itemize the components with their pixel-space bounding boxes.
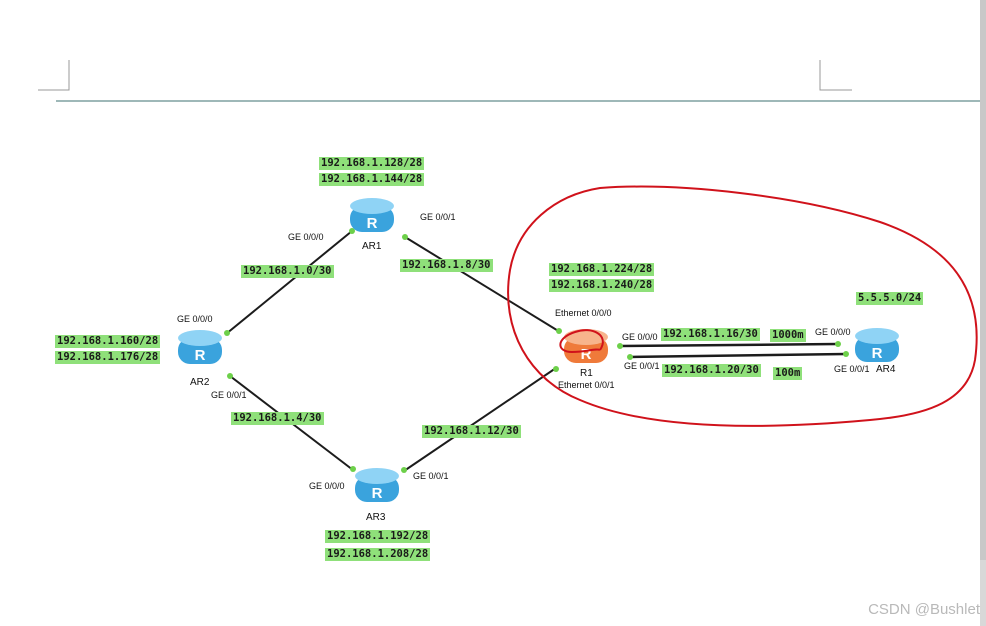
link-ar3-r1: [403, 367, 557, 472]
link-network-label: 192.168.1.4/30: [231, 412, 324, 425]
link-network-label: 192.168.1.20/30: [662, 364, 761, 377]
interface-label: GE 0/0/0: [622, 332, 658, 342]
network-label: 5.5.5.0/24: [856, 292, 924, 305]
link-r1-ar4-b: [629, 352, 847, 359]
interface-label: GE 0/0/0: [815, 327, 851, 337]
network-label: 192.168.1.144/28: [319, 173, 425, 186]
link-ar1-ar2: [225, 230, 353, 335]
highlight-circle: [507, 185, 978, 427]
margin-mark-top-right: [819, 60, 852, 91]
interface-label: Ethernet 0/0/0: [555, 308, 612, 318]
interface-label: GE 0/0/1: [834, 364, 870, 374]
link-ar1-r1: [404, 236, 561, 333]
loop-annotation: [559, 329, 604, 354]
router-name: AR3: [366, 512, 386, 523]
router-name: AR1: [362, 241, 382, 252]
network-label: 192.168.1.208/28: [325, 548, 431, 561]
svg-text:R: R: [367, 215, 378, 232]
interface-label: GE 0/0/0: [309, 481, 345, 491]
scrollbar-thumb[interactable]: [980, 0, 986, 560]
svg-text:R: R: [872, 345, 883, 362]
link-network-label: 192.168.1.0/30: [241, 265, 334, 278]
svg-text:R: R: [195, 347, 206, 364]
interface-label: GE 0/0/0: [177, 314, 213, 324]
router-r1-icon: R: [559, 329, 608, 363]
network-label: 192.168.1.192/28: [325, 530, 431, 543]
bandwidth-label: 100m: [773, 367, 803, 380]
network-label: 192.168.1.128/28: [319, 157, 425, 170]
router-ar3-icon: R: [355, 468, 399, 502]
interface-label: GE 0/0/0: [288, 232, 324, 242]
interface-label: GE 0/0/1: [211, 390, 247, 400]
network-label: 192.168.1.224/28: [549, 263, 655, 276]
router-ar2-icon: R: [178, 330, 222, 364]
bandwidth-label: 1000m: [770, 329, 806, 342]
interface-label: GE 0/0/1: [413, 471, 449, 481]
svg-text:R: R: [581, 346, 592, 363]
interface-label: Ethernet 0/0/1: [558, 380, 615, 390]
link-dots: [224, 228, 849, 473]
network-label: 192.168.1.240/28: [549, 279, 655, 292]
link-network-label: 192.168.1.12/30: [422, 425, 521, 438]
network-label: 192.168.1.176/28: [55, 351, 161, 364]
router-ar4-icon: R: [855, 328, 899, 362]
network-label: 192.168.1.160/28: [55, 335, 161, 348]
margin-mark-top-left: [38, 60, 70, 91]
router-name: AR2: [190, 377, 210, 388]
interface-label: GE 0/0/1: [420, 212, 456, 222]
router-name: AR4: [876, 364, 896, 375]
router-name: R1: [580, 368, 593, 379]
link-network-label: 192.168.1.8/30: [400, 259, 493, 272]
link-r1-ar4-a: [619, 342, 839, 348]
interface-label: GE 0/0/1: [624, 361, 660, 371]
router-ar1-icon: R: [350, 198, 394, 232]
svg-text:R: R: [372, 485, 383, 502]
vertical-scrollbar[interactable]: [980, 0, 986, 626]
link-network-label: 192.168.1.16/30: [661, 328, 760, 341]
watermark: CSDN @Bushlet: [868, 601, 980, 618]
